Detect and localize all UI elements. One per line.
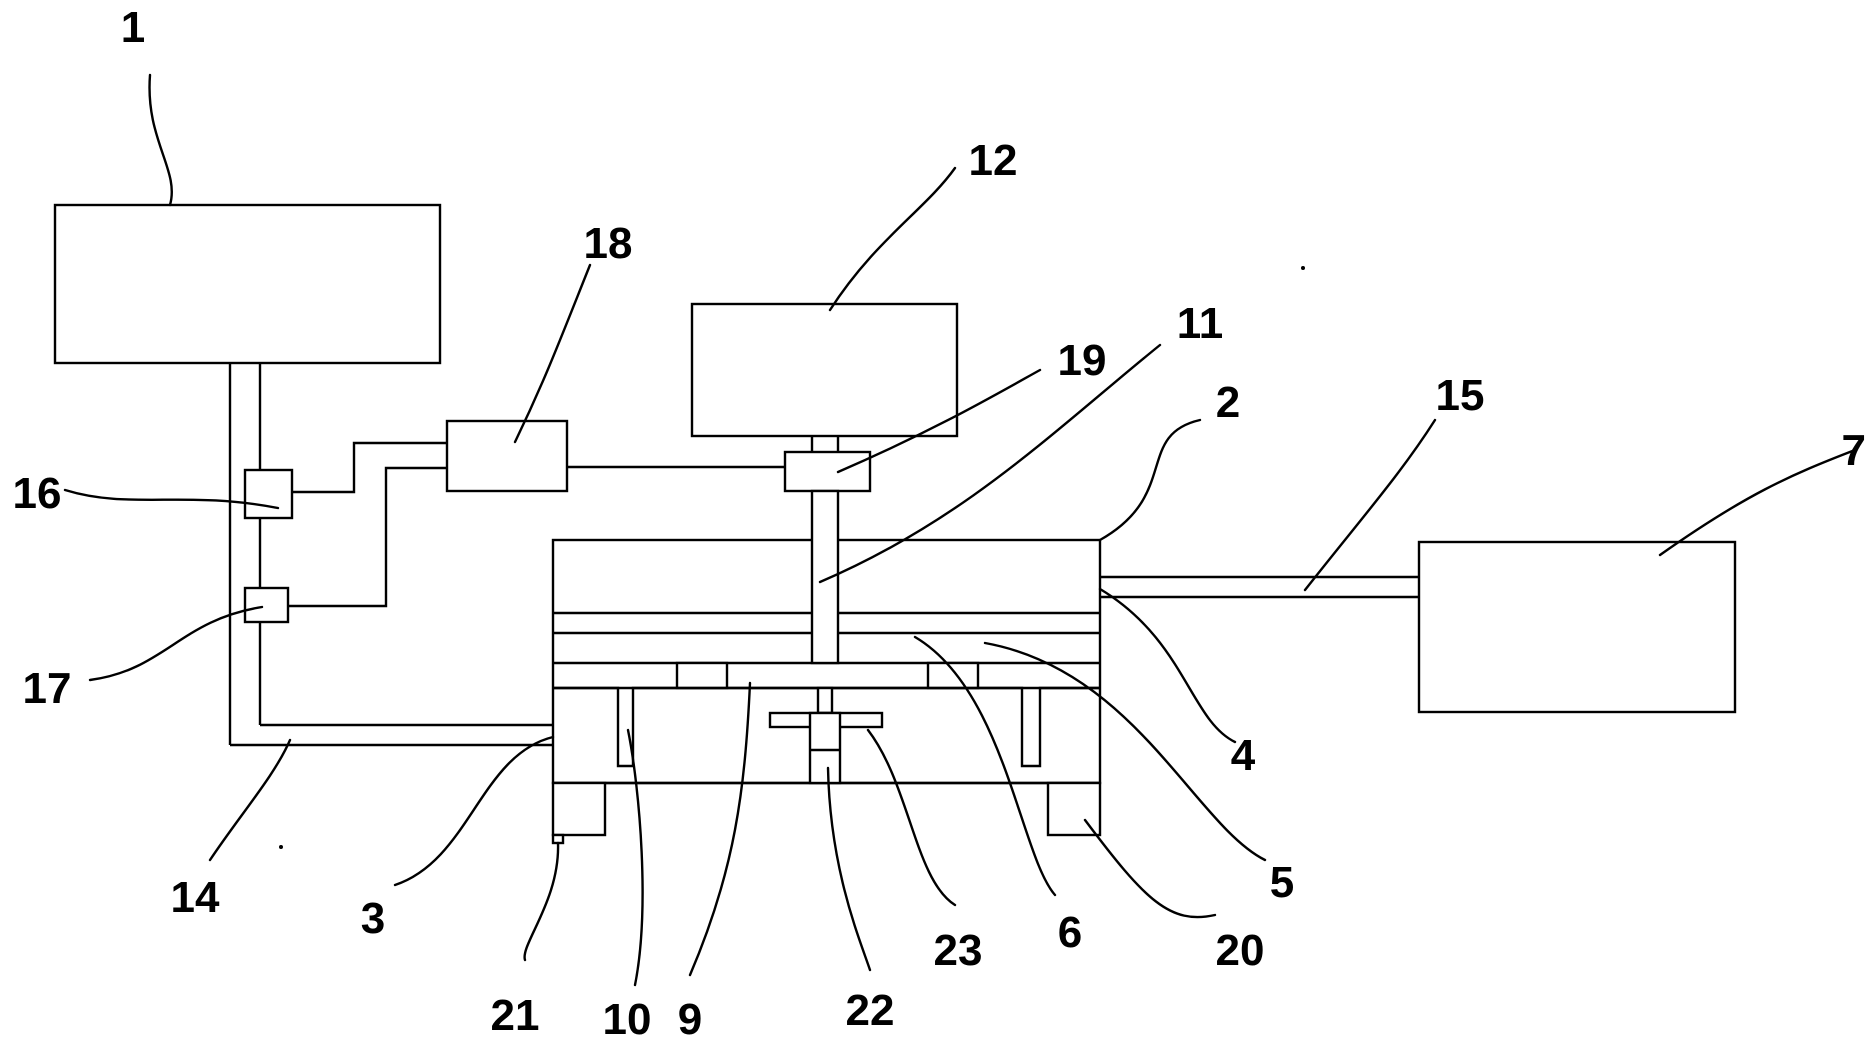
leader-12 [828,166,957,312]
leader-7 [1658,448,1857,557]
line-16-to-18 [292,441,447,494]
label-14: 14 [171,873,220,922]
leader-23 [866,728,957,907]
leader-19 [836,368,1042,474]
leader-11 [818,343,1162,584]
label-20: 20 [1216,926,1265,975]
post-right-outer [926,661,980,690]
leader-22 [826,766,872,972]
label-22: 22 [846,986,895,1035]
label-21: 21 [491,991,540,1040]
line-17-to-18 [288,466,447,608]
controller-18 [445,419,569,493]
label-4: 4 [1231,731,1256,780]
leader-17 [88,605,264,682]
label-19: 19 [1058,336,1107,385]
label-7: 7 [1842,426,1866,475]
leader-1 [148,73,173,207]
label-5: 5 [1270,858,1294,907]
leader-20 [1083,818,1217,919]
label-2: 2 [1216,378,1240,427]
stray-dot [279,845,283,849]
valve-17 [243,586,290,624]
leader-9 [688,681,752,977]
leader-10 [626,728,644,987]
label-17: 17 [23,664,72,713]
label-3: 3 [361,894,385,943]
leader-14 [208,738,292,862]
valve-16 [243,468,294,520]
leader-2 [1098,418,1202,542]
leader-21 [523,841,560,962]
label-18: 18 [584,219,633,268]
label-23: 23 [934,926,983,975]
foot-left [551,781,607,837]
foot-right-20 [1046,781,1102,837]
label-9: 9 [678,995,702,1044]
leader-5 [983,641,1267,862]
post-left-outer [675,661,729,690]
label-1: 1 [121,3,145,52]
leader-3 [393,735,555,887]
stray-dot [1301,266,1305,270]
label-10: 10 [603,995,652,1044]
label-15: 15 [1436,371,1485,420]
coupling-19 [783,450,872,493]
label-11: 11 [1177,299,1224,348]
leader-18 [513,263,592,444]
component-7-box [1417,540,1737,714]
rotor-shaft [816,686,834,715]
leader-15 [1303,418,1437,592]
leader-6 [913,635,1057,897]
leader-4 [1098,587,1237,744]
label-12: 12 [969,136,1018,185]
component-1-box [53,203,442,365]
leader-16 [63,488,280,510]
label-16: 16 [13,469,62,518]
hub-22 [808,711,842,785]
component-12-box [690,302,959,438]
label-6: 6 [1058,908,1082,957]
